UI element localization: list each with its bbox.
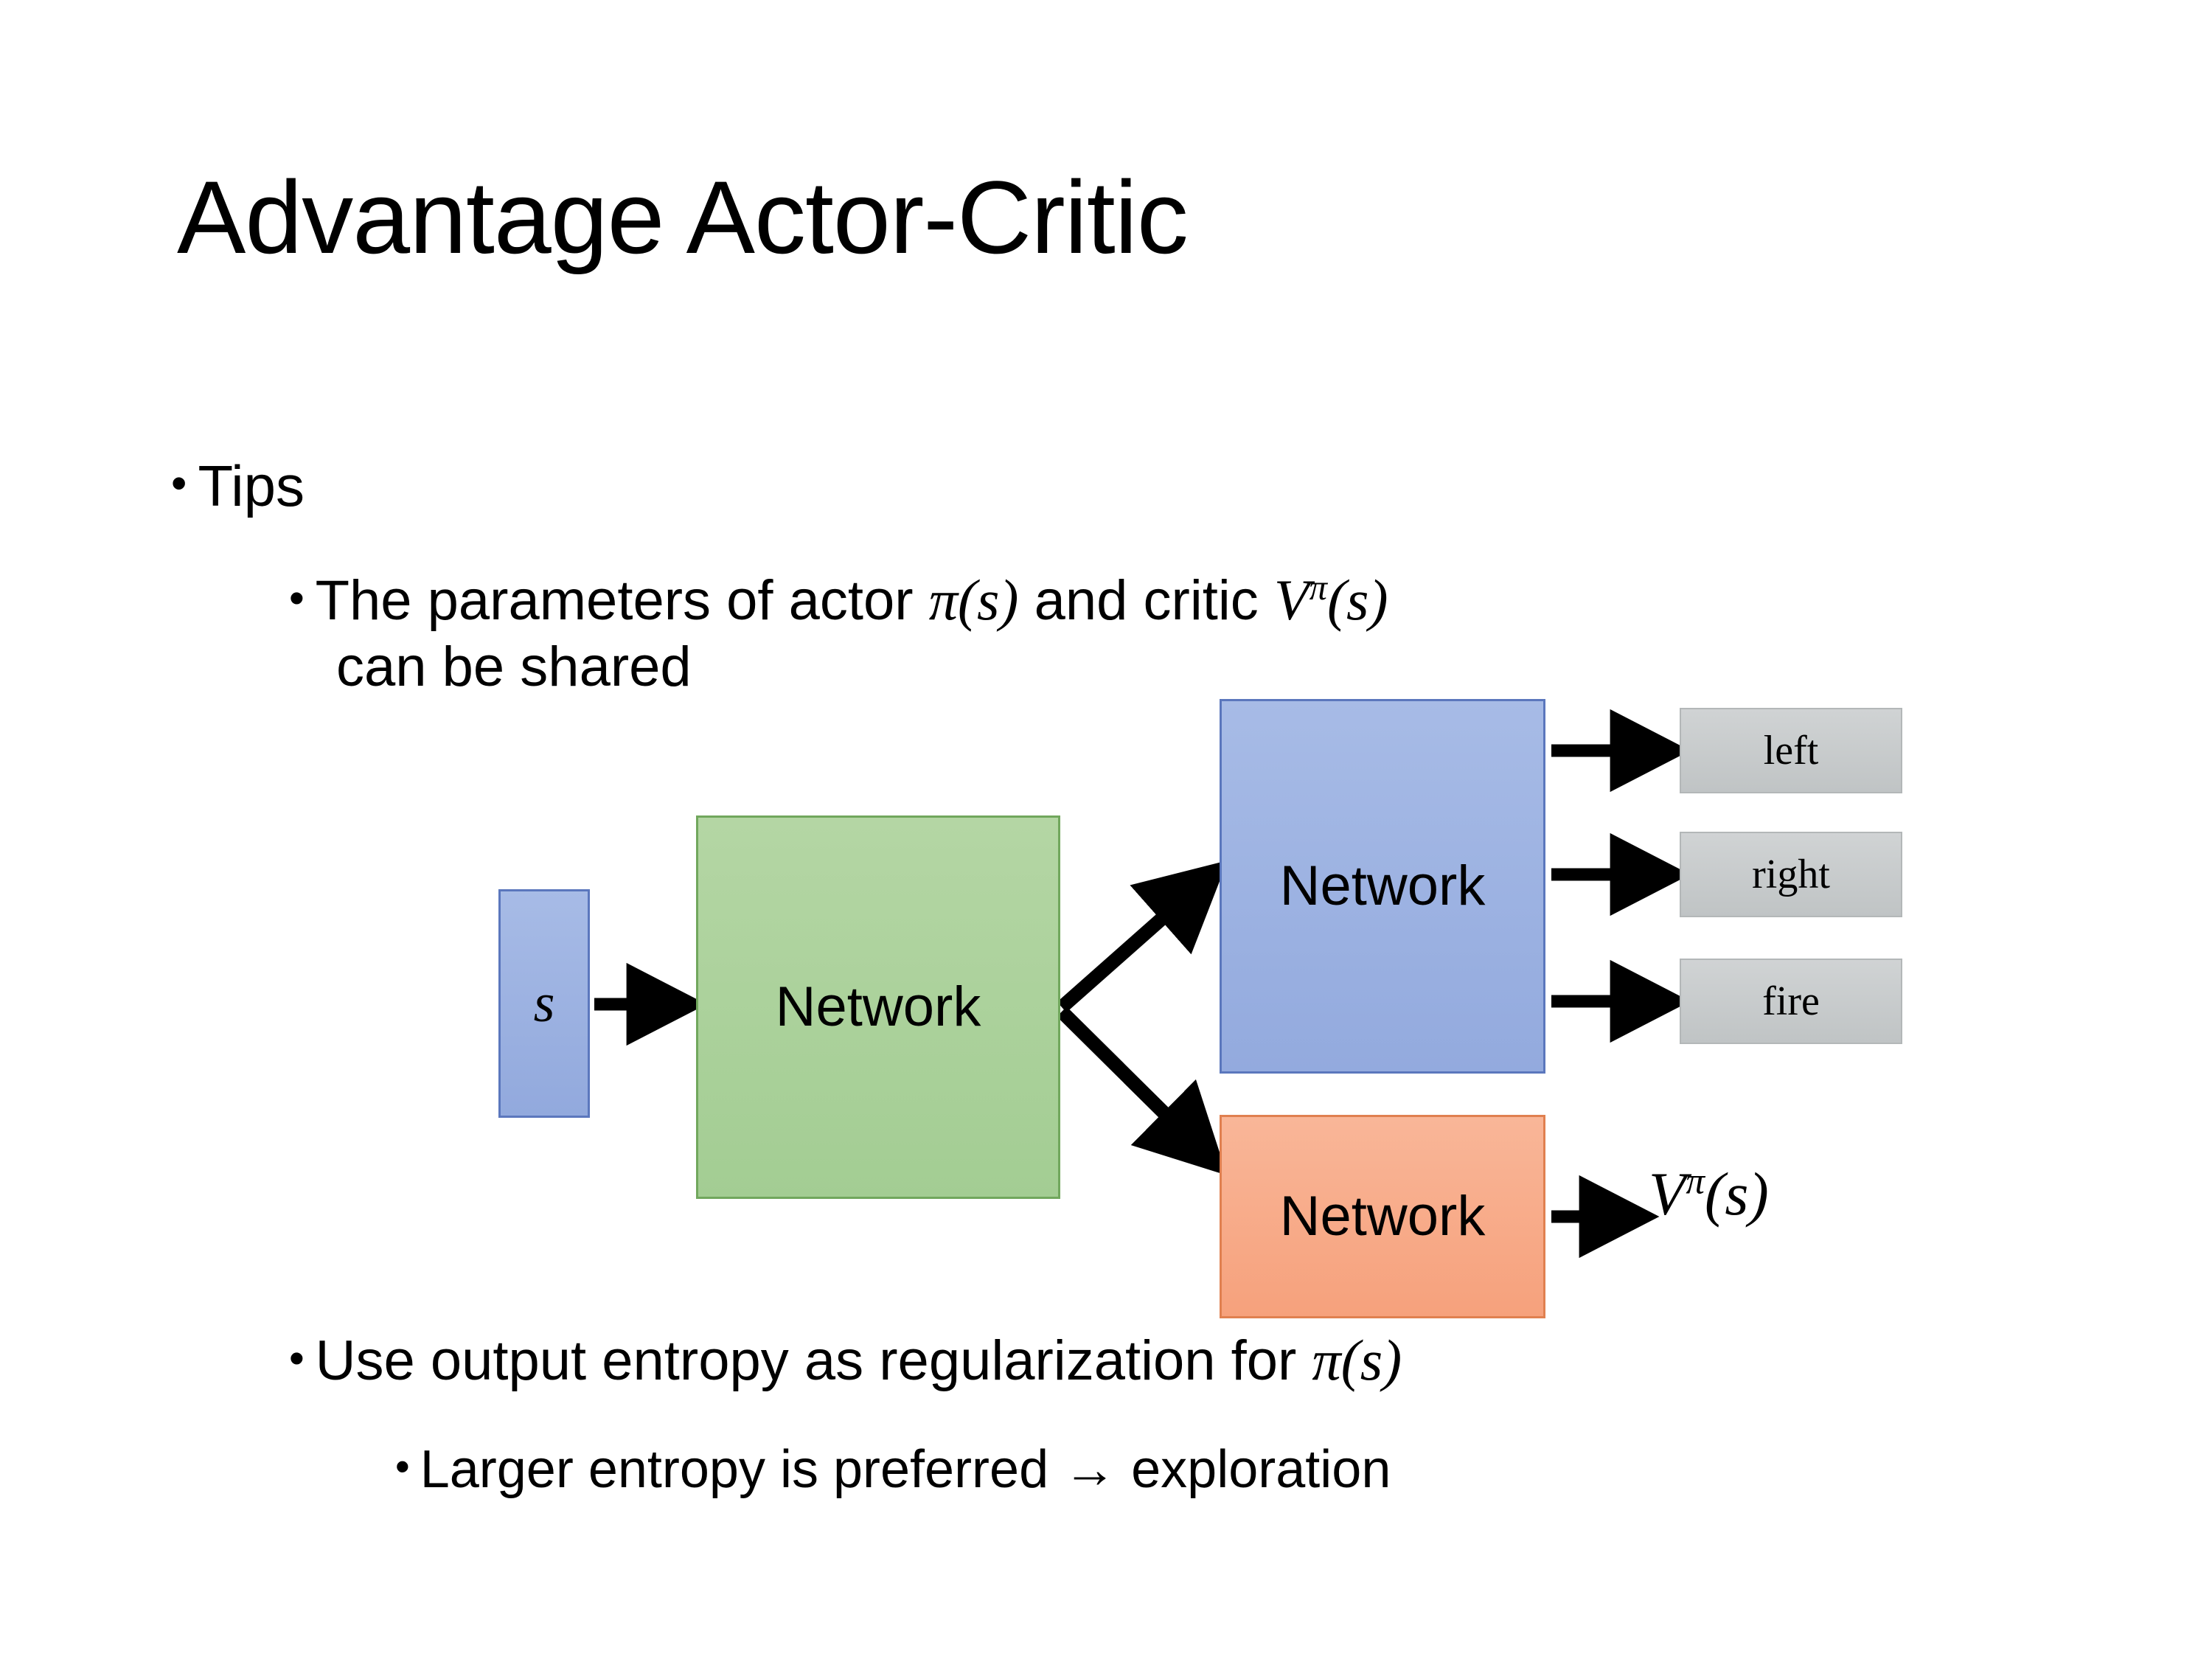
bullet-dot-icon: • — [289, 1332, 305, 1382]
state-input-box[interactable]: s — [498, 889, 590, 1118]
math-value-v: V — [1649, 1161, 1686, 1228]
shared-network-label: Network — [775, 975, 981, 1038]
action-box-right[interactable]: right — [1680, 832, 1902, 917]
bullet-shared-parameters-text-a: The parameters of actor — [315, 569, 929, 632]
math-critic-arg: (s) — [1326, 568, 1388, 632]
action-box-fire[interactable]: fire — [1680, 959, 1902, 1044]
bullet-entropy-regularization: •Use output entropy as regularization fo… — [289, 1327, 1402, 1394]
action-label: fire — [1762, 978, 1820, 1024]
page-title: Advantage Actor-Critic — [177, 159, 1189, 275]
bullet-shared-parameters-text-b: and critic — [1018, 569, 1274, 632]
arrow-shared-to-actor — [1057, 860, 1228, 1013]
bullet-tips: •Tips — [171, 457, 305, 515]
math-critic-superscript-pi: π — [1309, 568, 1327, 608]
math-critic-v: V — [1273, 568, 1310, 632]
action-label: left — [1763, 728, 1819, 773]
action-label: right — [1752, 852, 1830, 897]
bullet-larger-entropy: •Larger entropy is preferred → explorati… — [395, 1439, 1391, 1500]
arrow-shared-to-critic — [1057, 1006, 1228, 1176]
bullet-shared-parameters-line2: can be shared — [336, 636, 692, 699]
shared-network-box[interactable]: Network — [696, 815, 1060, 1199]
bullet-shared-parameters: •The parameters of actor π(s) and critic… — [289, 566, 1764, 700]
math-critic-v-pi-s: Vπ(s) — [1274, 568, 1388, 632]
math-policy-pi-s: π(s) — [1312, 1328, 1402, 1392]
math-actor-pi-s: π(s) — [928, 568, 1019, 632]
bullet-entropy-text: Use output entropy as regularization for — [315, 1329, 1312, 1392]
bullet-dot-icon: • — [289, 572, 305, 622]
actor-network-box[interactable]: Network — [1220, 699, 1545, 1074]
state-label: s — [533, 973, 555, 1034]
critic-output-value: Vπ(s) — [1649, 1159, 1769, 1229]
bullet-dot-icon: • — [171, 458, 187, 509]
math-value-superscript-pi: π — [1686, 1160, 1705, 1203]
bullet-dot-icon: • — [395, 1443, 410, 1490]
actor-network-label: Network — [1279, 855, 1486, 917]
critic-network-label: Network — [1279, 1185, 1486, 1248]
bullet-larger-entropy-label: Larger entropy is preferred → exploratio… — [420, 1440, 1391, 1499]
action-box-left[interactable]: left — [1680, 708, 1902, 793]
math-value-arg: (s) — [1704, 1161, 1769, 1228]
critic-network-box[interactable]: Network — [1220, 1115, 1545, 1318]
math-value-function: Vπ(s) — [1649, 1160, 1769, 1228]
bullet-tips-label: Tips — [198, 453, 305, 518]
